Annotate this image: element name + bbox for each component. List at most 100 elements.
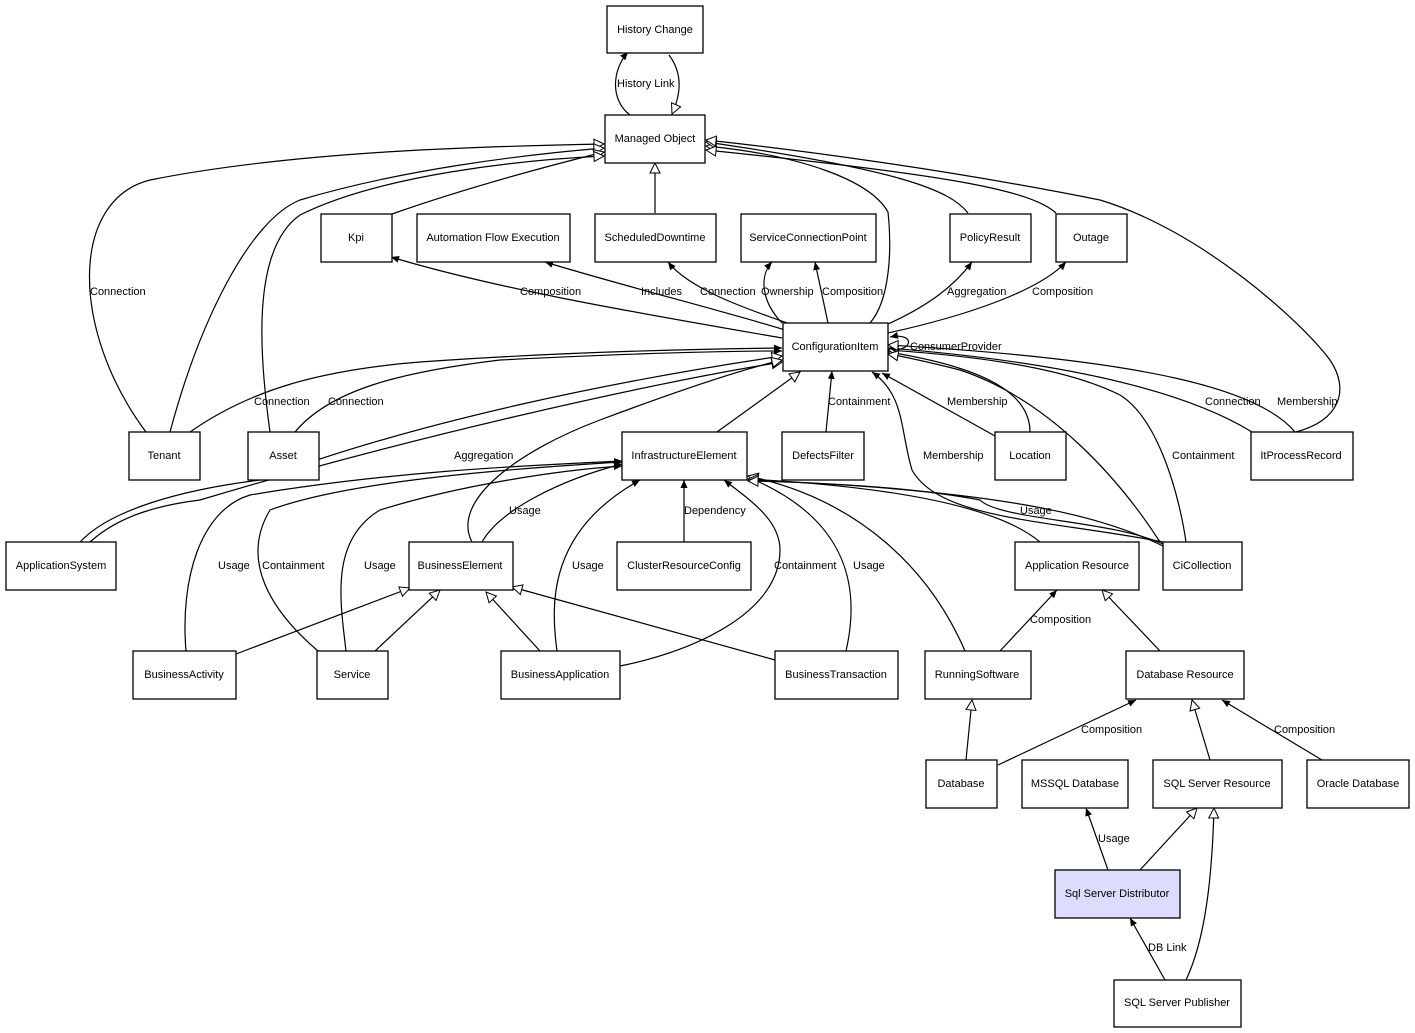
node-business-activity[interactable]: BusinessActivity: [132, 650, 237, 700]
label-composition-outage: Composition: [1032, 286, 1093, 298]
edge-bizapp-infra-gen2: [374, 590, 440, 652]
label-aggregation-appsystem: Aggregation: [454, 450, 513, 462]
node-cluster-resource-config[interactable]: ClusterResourceConfig: [616, 541, 752, 591]
label-usage-cicollection: Usage: [1020, 505, 1052, 517]
edge-defects-ci: [825, 370, 835, 433]
node-label: RunningSoftware: [935, 669, 1019, 681]
node-label: MSSQL Database: [1031, 778, 1119, 790]
edge-history-link: [615, 51, 680, 116]
node-business-transaction[interactable]: BusinessTransaction: [774, 650, 899, 700]
edge-ci-kpi: [390, 255, 783, 339]
edge-businesselement-infra: [481, 462, 623, 543]
edge-asset-managed-object: [261, 156, 604, 433]
node-ci-collection[interactable]: CiCollection: [1162, 541, 1243, 591]
node-label: Database Resource: [1136, 669, 1233, 681]
node-label: Database: [937, 778, 984, 790]
edge-database-runningsoftware: [966, 700, 972, 761]
edge-oracle-dbresource: [1221, 699, 1323, 761]
node-policy-result[interactable]: PolicyResult: [949, 213, 1032, 263]
edge-biztransaction-businesselement: [512, 587, 776, 661]
node-label: BusinessActivity: [144, 669, 224, 681]
node-sql-server-resource[interactable]: SQL Server Resource: [1152, 759, 1283, 809]
edge-businesselement-ci: [467, 360, 782, 543]
node-label: Application Resource: [1025, 560, 1129, 572]
edge-publisher-sqlresource: [1185, 808, 1214, 981]
node-application-resource[interactable]: Application Resource: [1014, 541, 1140, 591]
node-managed-object[interactable]: Managed Object: [604, 114, 706, 164]
edge-itprocess-ci-membership: [888, 345, 1296, 433]
edge-infra-ci: [716, 372, 800, 433]
node-defects-filter[interactable]: DefectsFilter: [781, 431, 865, 481]
node-business-element[interactable]: BusinessElement: [408, 541, 514, 591]
edge-ci-automation: [544, 260, 786, 331]
edge-ci-managed-object: [706, 146, 891, 324]
node-label: Oracle Database: [1317, 778, 1400, 790]
node-location[interactable]: Location: [994, 431, 1067, 481]
node-sql-server-distributor[interactable]: Sql Server Distributor: [1054, 869, 1181, 919]
label-connection-tenant: Connection: [90, 286, 146, 298]
label-history-link: History Link: [617, 78, 675, 90]
label-membership-location: Membership: [947, 396, 1008, 408]
edge-ci-policy: [887, 261, 973, 325]
edge-sqlresource-dbresource: [1192, 700, 1211, 761]
node-label: ClusterResourceConfig: [627, 560, 741, 572]
edge-service-infra-usage: [340, 463, 623, 652]
node-business-application[interactable]: BusinessApplication: [500, 650, 621, 700]
edge-distributor-sqlresource: [1139, 808, 1197, 871]
node-label: Outage: [1073, 232, 1109, 244]
node-service-connection-point[interactable]: ServiceConnectionPoint: [740, 213, 877, 263]
label-usage-business-element: Usage: [509, 505, 541, 517]
edge-distributor-mssql: [1085, 807, 1109, 871]
node-mssql-database[interactable]: MSSQL Database: [1021, 759, 1129, 809]
label-connection-scheduled: Connection: [700, 286, 756, 298]
label-containment-service: Containment: [262, 560, 324, 572]
node-database[interactable]: Database: [925, 759, 998, 809]
node-label: ConfigurationItem: [792, 341, 879, 353]
edge-kpi-managed-object: [391, 152, 604, 215]
label-composition-scp: Composition: [822, 286, 883, 298]
edge-policy-managed-object: [706, 142, 969, 214]
node-it-process-record[interactable]: ItProcessRecord: [1250, 431, 1354, 481]
node-scheduled-downtime[interactable]: ScheduledDowntime: [594, 213, 717, 263]
node-label: Automation Flow Execution: [426, 232, 559, 244]
node-application-system[interactable]: ApplicationSystem: [5, 541, 117, 591]
node-label: Managed Object: [615, 133, 696, 145]
node-label: Kpi: [348, 232, 364, 244]
label-composition-oracle: Composition: [1274, 724, 1335, 736]
node-oracle-database[interactable]: Oracle Database: [1306, 759, 1410, 809]
edge-cicollection-ci-membership: [871, 371, 1164, 543]
node-label: CiCollection: [1173, 560, 1232, 572]
node-label: DefectsFilter: [792, 450, 854, 462]
label-ownership: Ownership: [761, 286, 814, 298]
node-label: ServiceConnectionPoint: [749, 232, 866, 244]
node-sql-server-publisher[interactable]: SQL Server Publisher: [1113, 979, 1242, 1028]
node-label: BusinessElement: [418, 560, 503, 572]
node-outage[interactable]: Outage: [1055, 213, 1128, 263]
label-membership-itprocess: Membership: [1277, 396, 1338, 408]
node-automation-flow-execution[interactable]: Automation Flow Execution: [416, 213, 571, 263]
node-label: BusinessTransaction: [785, 669, 887, 681]
node-label: Service: [334, 669, 371, 681]
node-label: Sql Server Distributor: [1065, 888, 1170, 900]
edge-itprocess-ci: [887, 345, 1253, 433]
node-configuration-item[interactable]: ConfigurationItem: [782, 322, 889, 372]
node-tenant[interactable]: Tenant: [128, 431, 201, 481]
label-containment-defects: Containment: [828, 396, 890, 408]
node-service[interactable]: Service: [316, 650, 389, 700]
node-label: PolicyResult: [960, 232, 1021, 244]
edge-bizapp-infra-containment: [619, 479, 781, 667]
node-infrastructure-element[interactable]: InfrastructureElement: [621, 431, 748, 481]
node-label: Tenant: [147, 450, 180, 462]
node-kpi[interactable]: Kpi: [320, 213, 393, 263]
edge-appsystem-ci: [79, 356, 782, 543]
label-connection-itprocess: Connection: [1205, 396, 1261, 408]
edge-database-dbresource: [997, 699, 1137, 766]
node-running-software[interactable]: RunningSoftware: [924, 650, 1032, 700]
label-usage-distributor: Usage: [1098, 833, 1130, 845]
node-asset[interactable]: Asset: [247, 431, 320, 481]
node-history-change[interactable]: History Change: [606, 5, 704, 54]
node-label: SQL Server Publisher: [1124, 997, 1230, 1009]
label-usage-business-application: Usage: [572, 560, 604, 572]
label-composition-running-software: Composition: [1030, 614, 1091, 626]
node-database-resource[interactable]: Database Resource: [1125, 650, 1245, 700]
